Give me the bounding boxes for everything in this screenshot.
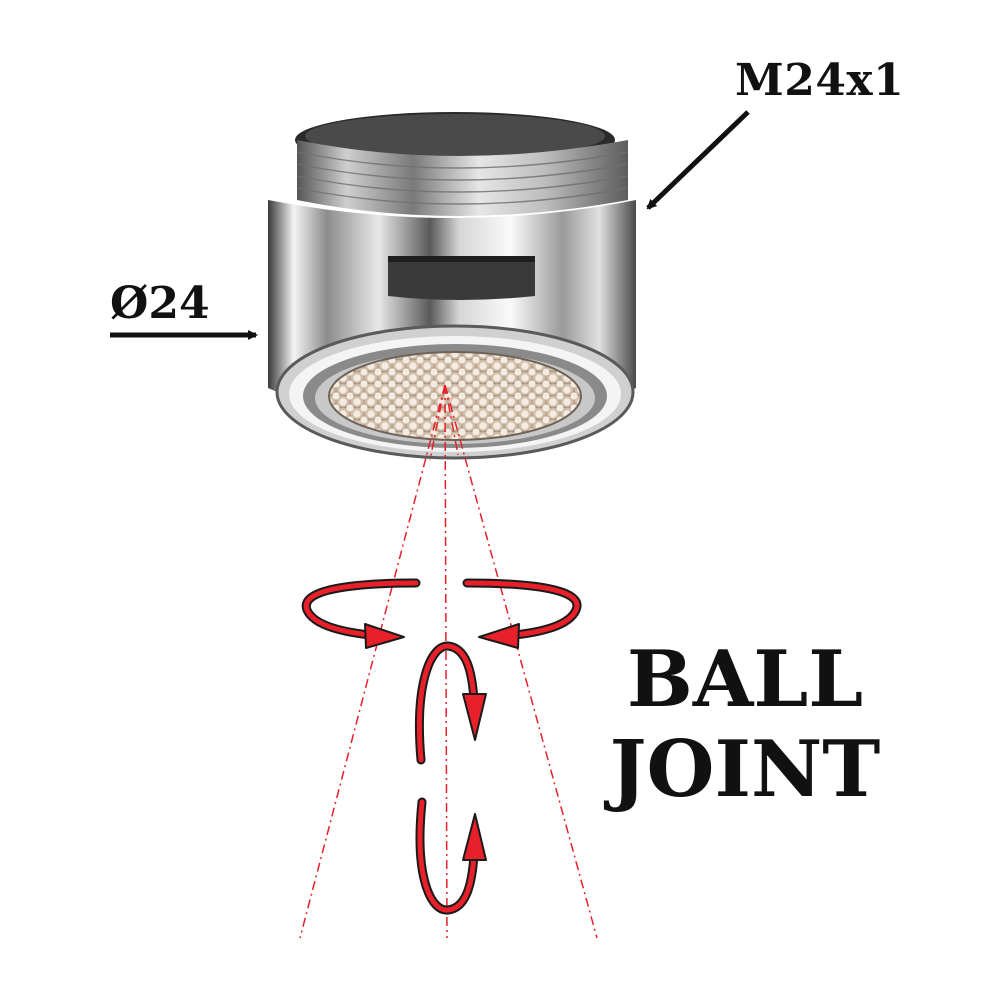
faucet-aerator-illustration xyxy=(268,112,636,460)
rotation-arrow-lower-vertical xyxy=(415,797,487,915)
aerator-thread xyxy=(297,140,628,216)
dimension-arrow-icon xyxy=(110,110,750,340)
thread-size-label: M24x1 xyxy=(735,55,905,106)
rotation-arrow-left xyxy=(301,578,421,649)
thread-arrow xyxy=(646,110,750,210)
diameter-label: Ø24 xyxy=(110,278,210,329)
aerator-mesh xyxy=(329,352,581,440)
ball-joint-label: BALL JOINT xyxy=(600,635,890,815)
rotation-arrow-right xyxy=(462,578,582,649)
rotation-arrow-upper-vertical xyxy=(414,641,487,765)
rotation-arrow-icon xyxy=(301,578,582,915)
wrench-slot xyxy=(388,256,535,300)
ball-joint-line1: BALL xyxy=(626,634,864,725)
spray-cone-lines xyxy=(299,384,598,939)
ball-joint-line2: JOINT xyxy=(609,724,881,815)
